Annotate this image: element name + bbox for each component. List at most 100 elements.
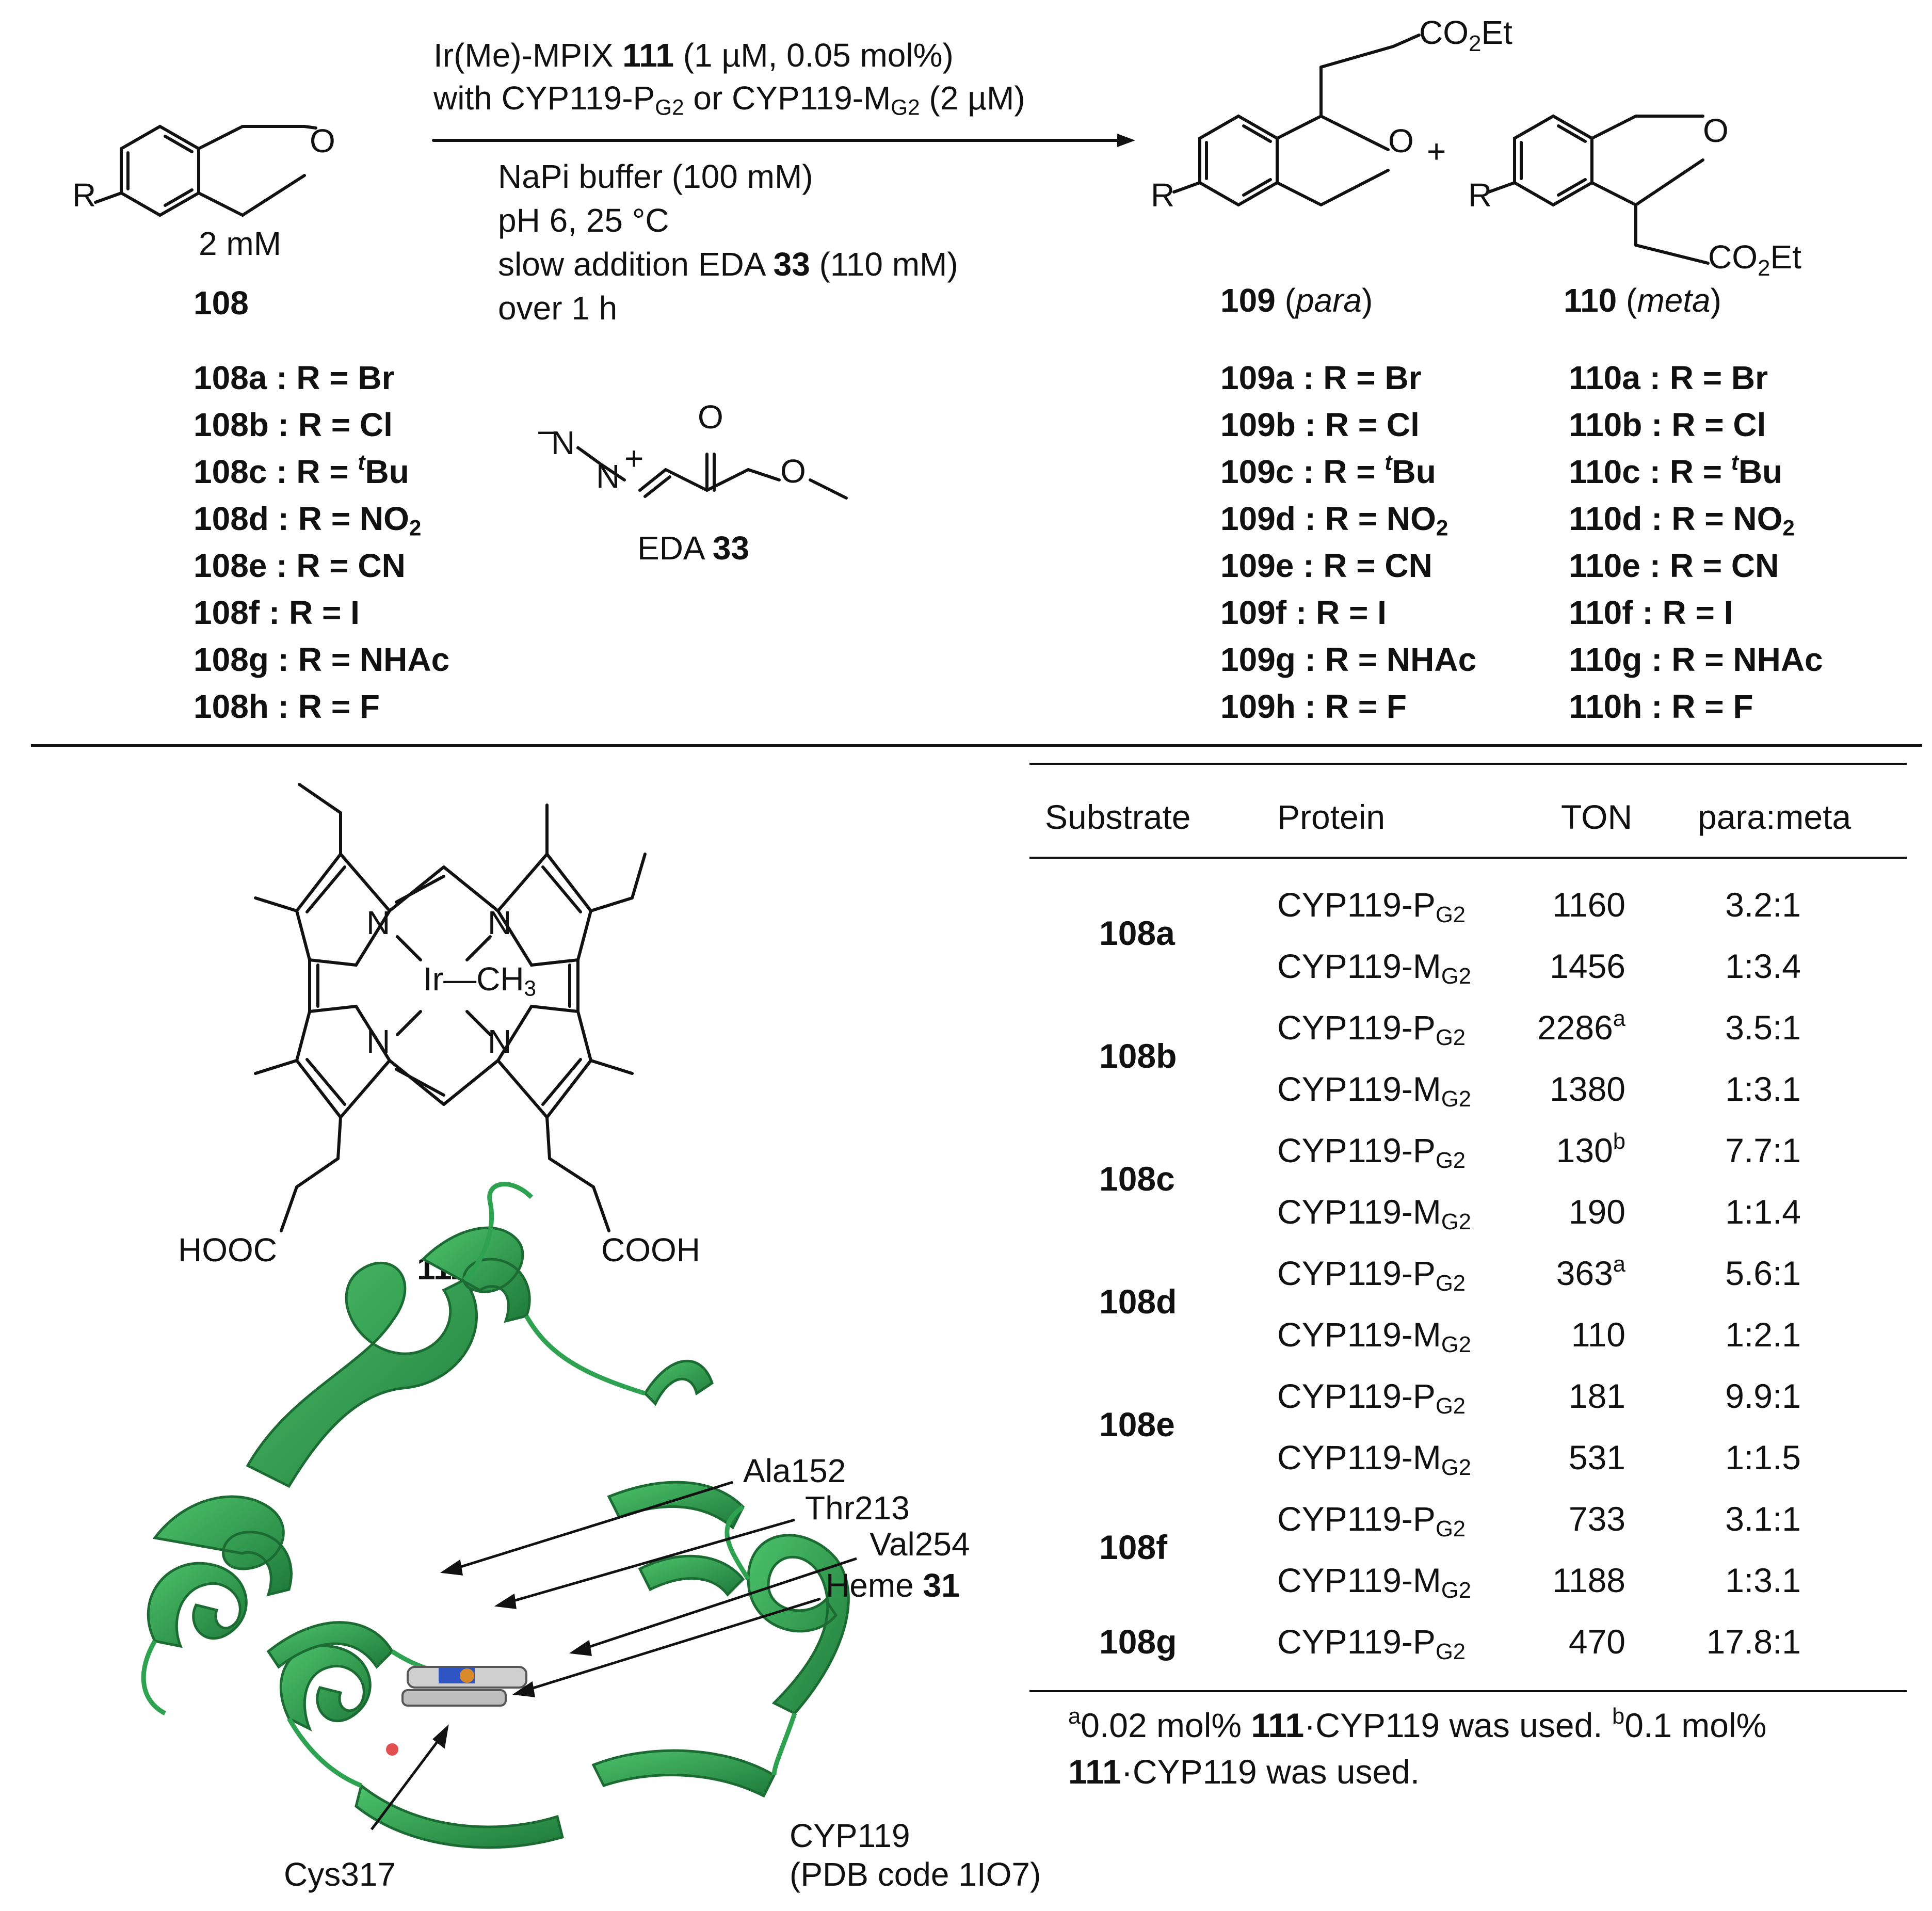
substrate-concentration: 2 mM (199, 225, 281, 262)
protein-cell: CYP119-MG2 (1277, 1315, 1471, 1357)
protein-cell: CYP119-PG2 (1277, 1623, 1466, 1664)
protein-cell: CYP119-PG2 (1277, 886, 1466, 927)
r-group-label: R (72, 176, 96, 214)
ratio-cell: 7.7:1 (1725, 1131, 1801, 1169)
ton-cell: 130b (1556, 1129, 1625, 1169)
substituent-row: 109c : R = tBu (1220, 450, 1436, 490)
footnote-line-1: a0.02 mol% 111·CYP119 was used. b0.1 mol… (1068, 1704, 1767, 1744)
eda-caption: EDA 33 (637, 529, 750, 567)
protein-cell: CYP119-PG2 (1277, 1500, 1466, 1541)
substrate-cell: 108d (1099, 1282, 1177, 1321)
metal-methyl-label: Ir—CH3 (423, 960, 537, 1001)
substituent-row: 109e : R = CN (1220, 547, 1432, 584)
substrate-cell: 108f (1099, 1528, 1168, 1566)
protein-cell: CYP119-MG2 (1277, 1070, 1471, 1112)
substituent-row: 110e : R = CN (1569, 547, 1779, 584)
eda-condition: slow addition EDA 33 (110 mM) (498, 246, 958, 283)
heme-label: Heme 31 (826, 1567, 960, 1604)
substrate-cell: 108c (1099, 1160, 1175, 1198)
substituent-row: 110c : R = tBu (1569, 450, 1783, 490)
substrate-cell: 108a (1099, 914, 1175, 952)
substituent-row: 110g : R = NHAc (1569, 641, 1823, 678)
ton-cell: 1380 (1550, 1070, 1625, 1108)
substrate-cell: 108g (1099, 1623, 1177, 1661)
ph-condition: pH 6, 25 °C (498, 202, 669, 239)
meta-product-label: 110 (meta) (1564, 282, 1721, 319)
header-ratio: para:meta (1698, 798, 1852, 836)
protein-cell: CYP119-MG2 (1277, 1561, 1471, 1603)
substituent-row: 108g : R = NHAc (194, 641, 450, 678)
oxygen-label: O (780, 453, 806, 490)
ton-cell: 363a (1556, 1251, 1625, 1292)
para-product-structure (1172, 34, 1421, 207)
ratio-cell: 3.5:1 (1725, 1008, 1801, 1047)
substrate-structure (94, 124, 317, 217)
ton-cell: 181 (1568, 1377, 1625, 1415)
ratio-cell: 1:3.1 (1725, 1561, 1801, 1599)
meta-product-structure (1487, 114, 1710, 265)
substituent-row: 109g : R = NHAc (1220, 641, 1477, 678)
protein-line: with CYP119-PG2 or CYP119-MG2 (2 µM) (433, 79, 1025, 120)
ton-cell: 2286a (1537, 1006, 1625, 1047)
oxygen-label: O (1388, 122, 1414, 159)
ester-label: CO2Et (1419, 14, 1512, 56)
ton-cell: 733 (1568, 1500, 1625, 1538)
table-header-rule (1029, 857, 1907, 859)
substituent-row: 108h : R = F (194, 688, 380, 725)
substituent-row: 108c : R = tBu (194, 450, 409, 490)
carboxylic-acid-left: HOOC (178, 1231, 277, 1268)
buffer-condition: NaPi buffer (100 mM) (498, 158, 813, 195)
header-substrate: Substrate (1045, 798, 1191, 836)
protein-cell: CYP119-PG2 (1277, 1008, 1466, 1050)
substituent-row: 110a : R = Br (1569, 359, 1768, 396)
substituent-row: 110b : R = Cl (1569, 406, 1766, 443)
ratio-cell: 5.6:1 (1725, 1254, 1801, 1292)
table-top-rule (1029, 763, 1907, 765)
substituent-row: 108a : R = Br (194, 359, 395, 396)
protein-cell: CYP119-PG2 (1277, 1131, 1466, 1173)
ester-label: CO2Et (1708, 238, 1801, 281)
ton-cell: 1456 (1550, 947, 1625, 985)
ratio-cell: 3.2:1 (1725, 886, 1801, 924)
protein-cell: CYP119-PG2 (1277, 1377, 1466, 1419)
ratio-cell: 1:3.1 (1725, 1070, 1801, 1108)
r-group-label: R (1151, 176, 1174, 214)
arrow-head (1117, 134, 1135, 147)
ratio-cell: 9.9:1 (1725, 1377, 1801, 1415)
catalyst-line: Ir(Me)-MPIX 111 (1 µM, 0.05 mol%) (433, 37, 954, 74)
substrate-cell: 108e (1099, 1405, 1175, 1443)
ratio-cell: 1:1.5 (1725, 1438, 1801, 1476)
substrate-cell: 108b (1099, 1037, 1177, 1075)
nitrogen-label: N (551, 424, 575, 461)
plus-sign: + (1427, 133, 1446, 170)
ratio-cell: 1:2.1 (1725, 1315, 1801, 1354)
substituent-row: 108f : R = I (194, 594, 360, 631)
charge-plus: + (624, 440, 643, 477)
charge-minus: − (537, 414, 556, 451)
oxygen-label: O (1703, 112, 1729, 149)
substituent-row: 110f : R = I (1569, 594, 1733, 631)
ratio-cell: 1:3.4 (1725, 947, 1801, 985)
ratio-cell: 1:1.4 (1725, 1193, 1801, 1231)
pdb-code: (PDB code 1IO7) (790, 1856, 1041, 1893)
header-protein: Protein (1277, 798, 1386, 836)
protein-name: CYP119 (790, 1817, 910, 1854)
para-product-label: 109 (para) (1220, 282, 1373, 319)
ton-cell: 470 (1568, 1623, 1625, 1661)
ton-cell: 1188 (1552, 1561, 1625, 1599)
residue-ala152: Ala152 (743, 1452, 846, 1489)
substituent-row: 110h : R = F (1569, 688, 1753, 725)
header-ton: TON (1561, 798, 1633, 836)
section-divider (31, 744, 1922, 747)
table-bottom-rule (1029, 1690, 1907, 1692)
ton-cell: 190 (1568, 1193, 1625, 1231)
protein-cell: CYP119-MG2 (1277, 1438, 1471, 1480)
substituent-row: 110d : R = NO2 (1569, 500, 1795, 540)
substituent-row: 109b : R = Cl (1220, 406, 1420, 443)
carboxylic-acid-right: COOH (601, 1231, 700, 1268)
oxygen-label: O (310, 122, 335, 159)
ton-cell: 531 (1568, 1438, 1625, 1476)
ratio-cell: 17.8:1 (1706, 1623, 1801, 1661)
substituent-row: 109d : R = NO2 (1220, 500, 1448, 540)
